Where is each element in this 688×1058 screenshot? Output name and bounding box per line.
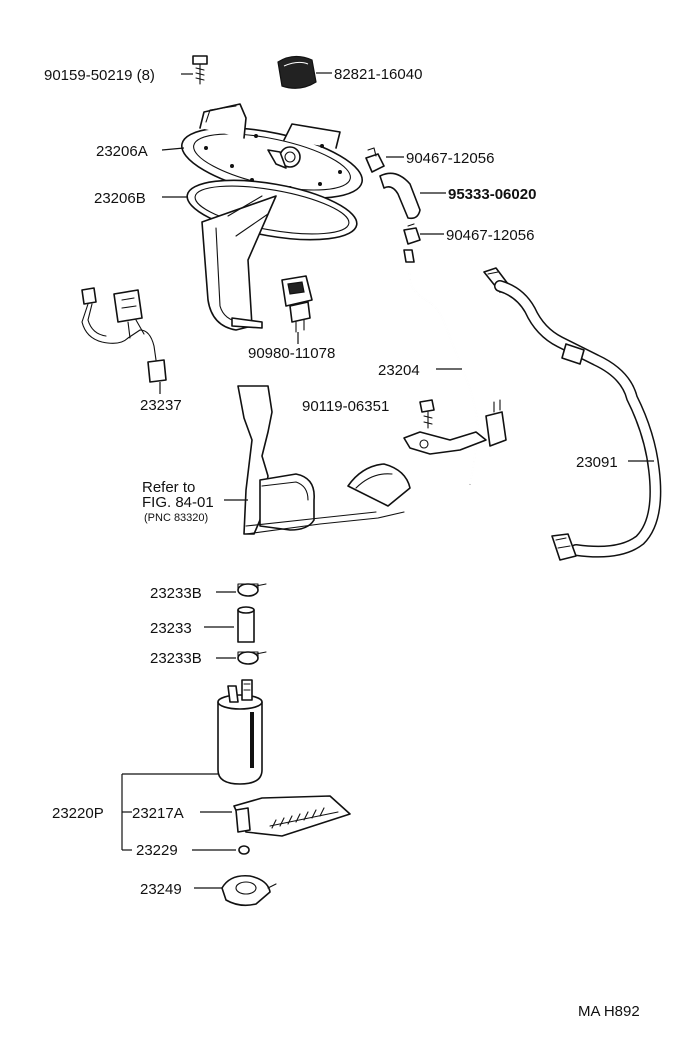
refer-line-3: (PNC 83320) — [144, 512, 208, 524]
cap-top-part[interactable] — [277, 55, 317, 89]
clip-upper-part[interactable] — [237, 583, 267, 597]
pump-holder-part[interactable] — [221, 874, 277, 907]
bolt-top-part[interactable] — [192, 55, 208, 85]
label-clamp-2[interactable]: 90467-12056 — [446, 227, 534, 244]
label-washer[interactable]: 23229 — [136, 842, 178, 859]
label-tube[interactable]: 23204 — [378, 362, 420, 379]
clip-lower-part[interactable] — [237, 651, 267, 665]
clamp-lower-part[interactable] — [403, 223, 421, 245]
cushion-part[interactable] — [237, 606, 255, 643]
label-clamp-1[interactable]: 90467-12056 — [406, 150, 494, 167]
clamp-upper-part[interactable] — [365, 147, 385, 173]
label-holder[interactable]: 23249 — [140, 881, 182, 898]
pump-assy-bracket — [121, 773, 218, 851]
bolt-mid-part[interactable] — [419, 399, 435, 429]
label-pump-assy[interactable]: 23220P — [52, 805, 104, 822]
label-cap-top[interactable]: 82821-16040 — [334, 66, 422, 83]
label-bolt-top[interactable]: 90159-50219 (8) — [44, 67, 155, 84]
gasket-bracket-part[interactable] — [183, 169, 361, 331]
label-clip-lower[interactable]: 23233B — [150, 650, 202, 667]
label-plate-a[interactable]: 23206A — [96, 143, 148, 160]
fuel-tube-part[interactable] — [403, 249, 507, 485]
refer-line-2: FIG. 84-01 — [142, 494, 214, 511]
washer-part[interactable] — [238, 845, 250, 855]
refer-line-1: Refer to — [142, 479, 195, 496]
fuel-hose-short-part[interactable] — [379, 172, 421, 220]
footer-code: MA H892 — [578, 1003, 640, 1020]
label-hose[interactable]: 95333-06020 — [448, 186, 536, 203]
fuel-hose-long-part[interactable] — [483, 267, 662, 561]
label-clip-upper[interactable]: 23233B — [150, 585, 202, 602]
label-wire-harness[interactable]: 23237 — [140, 397, 182, 414]
sender-gauge-part[interactable] — [237, 385, 411, 535]
sender-connector-part[interactable] — [281, 275, 313, 333]
wire-harness-part[interactable] — [81, 287, 167, 383]
label-plate-b[interactable]: 23206B — [94, 190, 146, 207]
label-filter[interactable]: 23217A — [132, 805, 184, 822]
fuel-pump-part[interactable] — [217, 679, 263, 785]
leader-plate-a — [161, 147, 185, 151]
label-sender-connector[interactable]: 90980-11078 — [248, 345, 335, 362]
label-cushion[interactable]: 23233 — [150, 620, 192, 637]
fuel-filter-part[interactable] — [233, 795, 351, 837]
label-hose-long[interactable]: 23091 — [576, 454, 618, 471]
label-bolt-mid[interactable]: 90119-06351 — [302, 398, 389, 415]
